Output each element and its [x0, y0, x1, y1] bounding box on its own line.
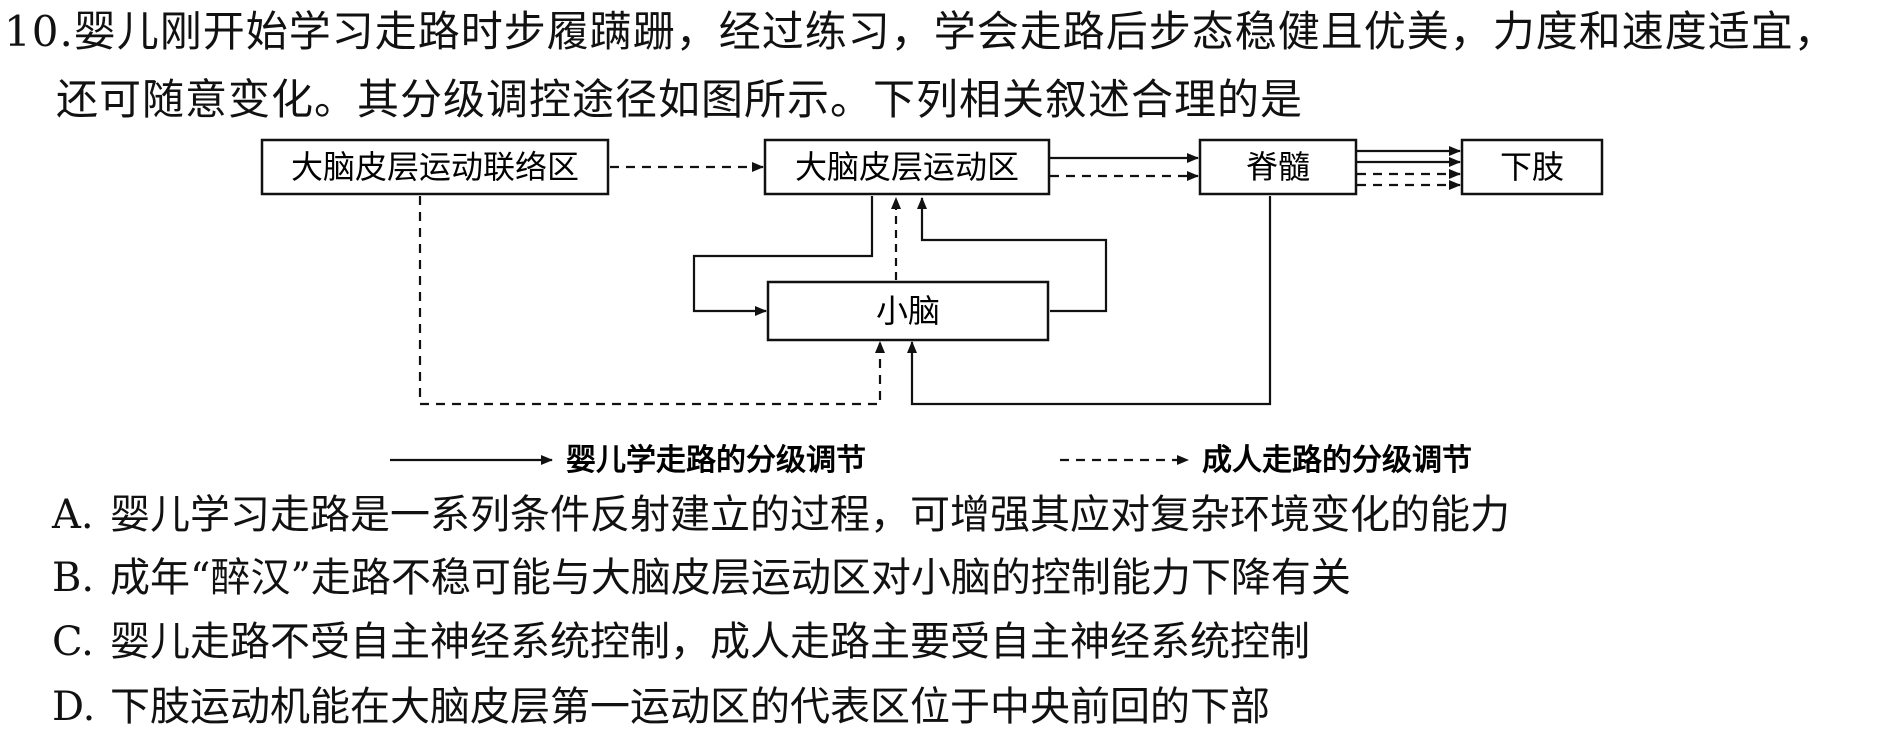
option-a[interactable]: A. 婴儿学习走路是一系列条件反射建立的过程，可增强其应对复杂环境变化的能力 — [52, 490, 1510, 540]
legend-adult-label: 成人走路的分级调节 — [1202, 443, 1472, 478]
question-number: 10. — [4, 7, 74, 56]
box-motor-cortex-label: 大脑皮层运动区 — [795, 148, 1019, 186]
box-spinal-cord-label: 脊髓 — [1246, 148, 1310, 186]
option-d[interactable]: D. 下肢运动机能在大脑皮层第一运动区的代表区位于中央前回的下部 — [52, 682, 1270, 732]
legend-adult: 成人走路的分级调节 — [1060, 443, 1472, 478]
box-lower-limb-label: 下肢 — [1500, 148, 1564, 186]
option-b[interactable]: B. 成年“醉汉”走路不稳可能与大脑皮层运动区对小脑的控制能力下降有关 — [52, 553, 1351, 603]
legend-infant: 婴儿学走路的分级调节 — [390, 443, 866, 478]
box-lower-limb: 下肢 — [1460, 138, 1604, 196]
option-a-key: A. — [52, 492, 94, 538]
option-c[interactable]: C. 婴儿走路不受自主神经系统控制，成人走路主要受自主神经系统控制 — [52, 617, 1310, 667]
option-d-text: 下肢运动机能在大脑皮层第一运动区的代表区位于中央前回的下部 — [110, 684, 1270, 730]
regulation-diagram: 大脑皮层运动联络区 大脑皮层运动区 脊髓 下肢 小脑 婴儿学走路的分级调节 成人… — [260, 138, 1604, 478]
arrow-spinal-to-cerebellum — [907, 196, 1272, 406]
option-d-key: D. — [52, 684, 96, 730]
question-stem-line-2: 还可随意变化。其分级调控途径如图所示。下列相关叙述合理的是 — [56, 75, 1304, 124]
option-b-text: 成年“醉汉”走路不稳可能与大脑皮层运动区对小脑的控制能力下降有关 — [110, 555, 1351, 601]
option-c-key: C. — [52, 619, 94, 665]
box-association-cortex-label: 大脑皮层运动联络区 — [291, 148, 579, 186]
box-cerebellum: 小脑 — [766, 280, 1050, 342]
arrow-association-to-cerebellum-dashed — [418, 196, 885, 406]
box-association-cortex: 大脑皮层运动联络区 — [260, 138, 610, 196]
loop-cerebellum-to-motor-right — [917, 197, 1108, 313]
option-c-text: 婴儿走路不受自主神经系统控制，成人走路主要受自主神经系统控制 — [110, 619, 1310, 665]
question-stem-text-1: 婴儿刚开始学习走路时步履蹒跚，经过练习，学会走路后步态稳健且优美，力度和速度适宜… — [73, 7, 1837, 56]
option-a-text: 婴儿学习走路是一系列条件反射建立的过程，可增强其应对复杂环境变化的能力 — [110, 492, 1510, 538]
legend-infant-label: 婴儿学走路的分级调节 — [566, 443, 866, 478]
box-cerebellum-label: 小脑 — [876, 292, 940, 330]
question-stem-line-1: 10.婴儿刚开始学习走路时步履蹒跚，经过练习，学会走路后步态稳健且优美，力度和速… — [4, 6, 1837, 58]
box-spinal-cord: 脊髓 — [1198, 138, 1358, 196]
option-b-key: B. — [52, 555, 95, 601]
box-motor-cortex: 大脑皮层运动区 — [763, 138, 1051, 196]
loop-motor-to-cerebellum-left — [692, 196, 874, 316]
